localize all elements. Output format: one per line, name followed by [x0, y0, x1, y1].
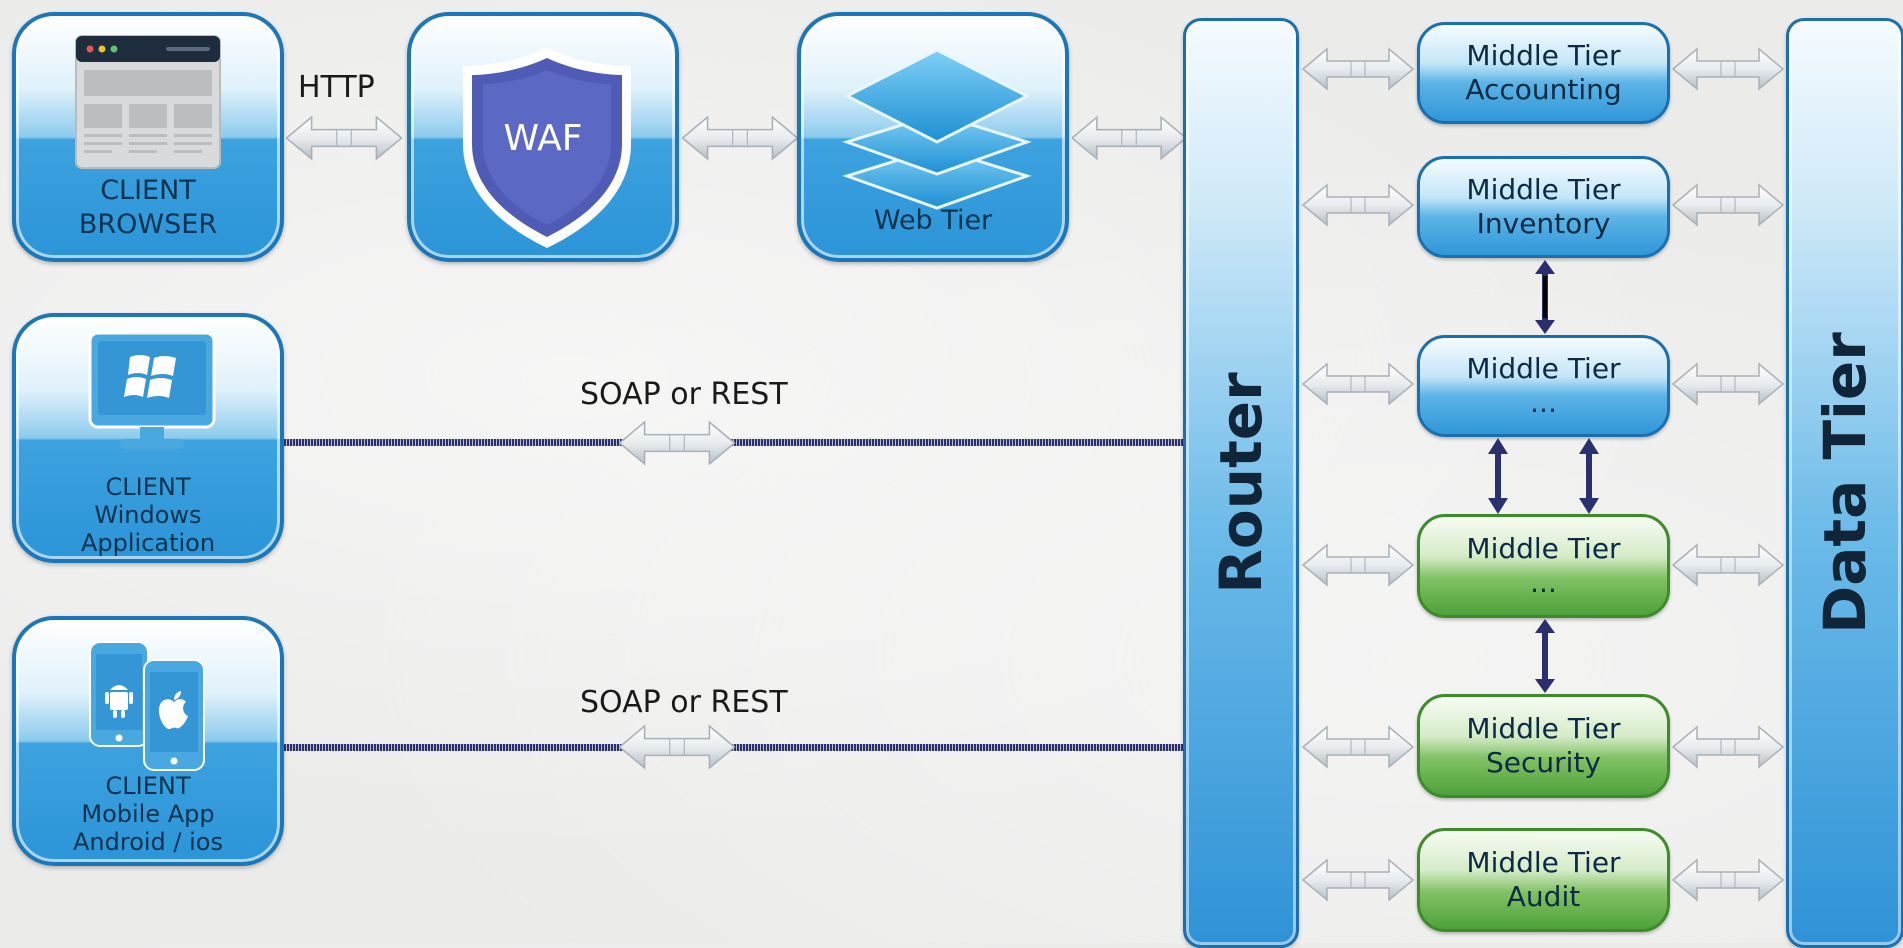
- mid3-mid4-left-vertical-arrow: [1488, 438, 1508, 514]
- data-tier-label: Data Tier: [1811, 332, 1879, 634]
- web-tier-label: Web Tier: [873, 205, 993, 236]
- windows-router-arrow: [619, 421, 735, 465]
- client-mobile-label: CLIENT Mobile App Android / ios: [73, 772, 223, 856]
- security-data-arrow: [1672, 726, 1784, 768]
- waf-webtier-arrow: [682, 116, 798, 160]
- middle-tier-accounting: Middle Tier Accounting: [1417, 22, 1670, 124]
- soap-mobile-label: SOAP or REST: [580, 685, 788, 720]
- data-tier-bar: Data Tier: [1786, 18, 1903, 948]
- webtier-router-arrow: [1072, 116, 1186, 160]
- router-inventory-arrow: [1302, 184, 1414, 226]
- client-browser-tile: CLIENT BROWSER: [12, 12, 284, 262]
- inventory-mid3-vertical-arrow: [1535, 260, 1555, 334]
- mid4-data-arrow: [1672, 544, 1784, 586]
- web-tier-tile: Web Tier: [797, 12, 1069, 262]
- shield-icon: [463, 48, 631, 248]
- mid3-mid4-right-vertical-arrow: [1579, 438, 1599, 514]
- router-bar: Router: [1183, 18, 1299, 948]
- router-mid4-arrow: [1302, 544, 1414, 586]
- waf-tile: WAF: [407, 12, 679, 262]
- router-security-arrow: [1302, 726, 1414, 768]
- router-label: Router: [1207, 372, 1275, 594]
- accounting-data-arrow: [1672, 48, 1784, 90]
- router-mid3-arrow: [1302, 363, 1414, 405]
- mobile-phones-icon: [89, 641, 205, 771]
- layers-icon: [842, 48, 1032, 210]
- middle-tier-security: Middle Tier Security: [1417, 694, 1670, 798]
- client-windows-label: CLIENT Windows Application: [80, 473, 216, 557]
- soap-windows-label: SOAP or REST: [580, 377, 788, 412]
- middle-tier-audit: Middle Tier Audit: [1417, 828, 1670, 932]
- router-audit-arrow: [1302, 859, 1414, 901]
- middle-tier-inventory: Middle Tier Inventory: [1417, 156, 1670, 258]
- waf-label: WAF: [503, 118, 583, 159]
- middle-tier-blue-ellipsis: Middle Tier ...: [1417, 335, 1670, 437]
- mobile-router-arrow: [619, 725, 735, 769]
- audit-data-arrow: [1672, 859, 1784, 901]
- mid4-security-vertical-arrow: [1535, 619, 1555, 693]
- browser-waf-arrow: [286, 116, 402, 160]
- middle-tier-green-ellipsis: Middle Tier ...: [1417, 514, 1670, 618]
- browser-window-icon: [75, 35, 221, 169]
- inventory-data-arrow: [1672, 184, 1784, 226]
- client-browser-label: CLIENT BROWSER: [78, 175, 218, 240]
- mid3-data-arrow: [1672, 363, 1784, 405]
- windows-monitor-icon: [88, 331, 216, 449]
- http-label: HTTP: [298, 70, 375, 105]
- router-accounting-arrow: [1302, 48, 1414, 90]
- client-windows-tile: CLIENT Windows Application: [12, 313, 284, 563]
- client-mobile-tile: CLIENT Mobile App Android / ios: [12, 616, 284, 866]
